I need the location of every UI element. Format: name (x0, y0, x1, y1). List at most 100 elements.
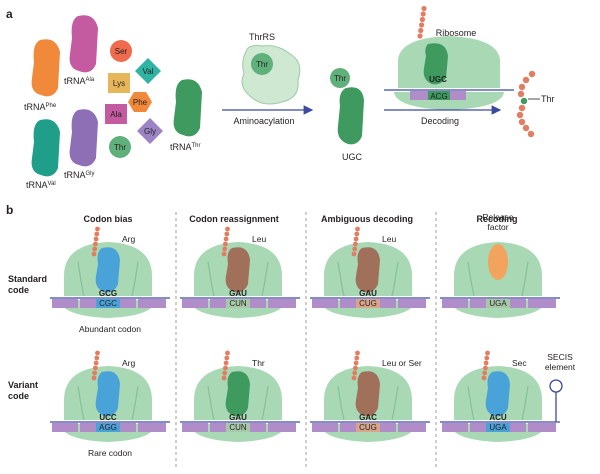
aa-label-var-reassign: Thr (252, 358, 265, 368)
codon-std-recode: UGA (489, 299, 507, 308)
thrrs-enzyme: ThrRS Thr (241, 32, 301, 105)
amino-acid-lys: Lys (108, 73, 130, 93)
chain-bead (518, 104, 526, 112)
amino-acid-val: Val (135, 58, 161, 84)
trna-val-label: tRNAVal (26, 180, 56, 190)
mrna-codon-block (52, 423, 78, 432)
thrrs-thr: Thr (256, 60, 268, 69)
panel-b-label: b (6, 203, 13, 217)
trna-gly: tRNAGly (64, 109, 98, 180)
mrna-codon-block (52, 299, 78, 308)
chain-bead (517, 90, 525, 98)
secis-label-2: element (545, 362, 576, 372)
chain-bead (95, 350, 100, 356)
chain-bead (354, 231, 360, 237)
codon-std-ambig: CUG (359, 299, 377, 308)
chain-bead (353, 241, 358, 247)
anticodon-var-reassign: GAU (229, 413, 247, 422)
chain-bead (91, 375, 97, 381)
chain-bead (224, 231, 230, 237)
chain-bead (417, 33, 423, 39)
chain-bead (421, 5, 427, 12)
chain-bead (93, 360, 99, 366)
svg-text:Lys: Lys (113, 79, 125, 88)
chain-bead (93, 365, 98, 371)
svg-text:Thr: Thr (334, 74, 346, 83)
release-factor-label-1: Release (482, 212, 513, 222)
chain-bead (522, 124, 530, 132)
charged-trna-codon: UGC (342, 152, 363, 162)
chain-bead (354, 355, 360, 361)
mrna-codon-highlight (356, 299, 380, 308)
mrna-codon-block (268, 423, 296, 432)
ribosome-label: Ribosome (436, 28, 477, 38)
mrna-codon-block (138, 299, 166, 308)
aminoacylation-label: Aminoacylation (233, 116, 294, 126)
mrna-codon-block (250, 299, 266, 308)
chain-bead (91, 251, 97, 257)
mrna-codon-block (442, 423, 468, 432)
chain-bead (353, 236, 359, 242)
mrna-codon-highlight (486, 423, 510, 432)
trna-body (95, 371, 120, 417)
chain-bead (353, 365, 358, 371)
mrna-codon-block (210, 299, 226, 308)
chain-bead (221, 375, 227, 381)
chain-bead (93, 241, 98, 247)
mrna-codon-block (250, 423, 266, 432)
mrna-codon-block (442, 299, 468, 308)
chain-bead (355, 226, 360, 232)
chain-bead (481, 375, 487, 381)
trna-thr: tRNAThr (170, 79, 202, 152)
chain-bead (485, 350, 490, 356)
anticodon-std-bias: GCG (99, 289, 117, 298)
trna-phe-label: tRNAPhe (24, 102, 57, 112)
mrna-codon-block (340, 423, 356, 432)
mrna-codon-block (510, 299, 526, 308)
trna-body (225, 371, 250, 417)
chain-bead (419, 22, 425, 28)
mrna-codon-block (182, 299, 208, 308)
chain-bead (482, 370, 488, 376)
chain-bead (518, 83, 526, 91)
mrna-codon-block (470, 299, 486, 308)
chain-bead (223, 236, 229, 242)
chain-bead (224, 355, 230, 361)
column-title-ambiguous-decoding: Ambiguous decoding (321, 214, 413, 224)
aa-label-std-ambig: Leu (382, 234, 396, 244)
secis-label-1: SECIS (547, 352, 573, 362)
mrna-codon-highlight (96, 299, 120, 308)
mrna-codon-block (182, 423, 208, 432)
anticodon-var-bias: UCC (99, 413, 117, 422)
mrna-codon-highlight (226, 423, 250, 432)
amino-acid-ser: Ser (110, 40, 132, 62)
mrna-codon-block (528, 423, 556, 432)
trna-ala: tRNAAla (64, 15, 98, 86)
chain-bead (420, 11, 426, 17)
amino-acid-ala: Ala (105, 104, 127, 124)
chain-bead (221, 251, 227, 257)
chain-bead (225, 350, 230, 356)
charged-trna-thr: Thr UGC (330, 68, 364, 162)
chain-bead (528, 70, 536, 78)
trna-phe: tRNAPhe (24, 39, 60, 112)
mrna-codon-block (268, 299, 296, 308)
chain-bead (527, 130, 535, 138)
mrna-codon-block (398, 299, 426, 308)
chain-bead (223, 365, 228, 371)
ribosome-codon: ACG (430, 92, 447, 101)
anticodon-var-recode: ACU (489, 413, 507, 422)
chain-bead (419, 16, 425, 23)
mrna-codon-highlight (226, 299, 250, 308)
trna-phe-body (31, 39, 60, 97)
polypeptide-chain (516, 70, 536, 138)
column-title-recoding: Recoding (476, 214, 517, 224)
trna-body (95, 247, 120, 293)
chain-bead (94, 355, 100, 361)
